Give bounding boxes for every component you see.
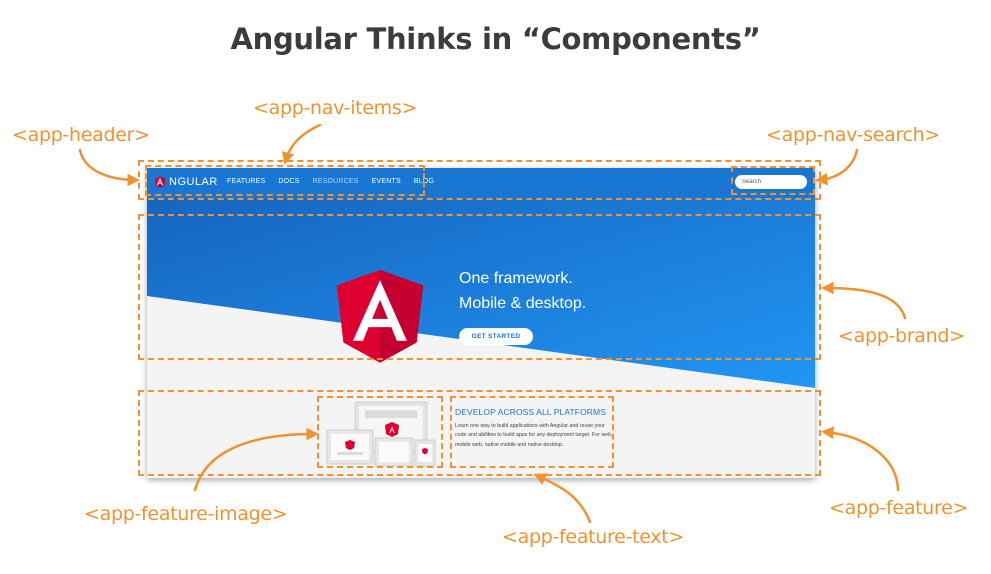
app-feature-box (138, 390, 821, 476)
site-nav-bar: NGULAR FEATURES DOCS RESOURCES EVENTS BL… (147, 168, 815, 198)
feature-body: Learn one way to build applications with… (455, 423, 613, 448)
label-app-header: <app-header> (12, 124, 150, 146)
app-brand-box (138, 214, 821, 360)
svg-text:A: A (389, 426, 395, 435)
hero-banner: One framework. Mobile & desktop. GET STA… (147, 198, 815, 398)
label-app-nav-items: <app-nav-items> (253, 97, 418, 119)
app-feature-image-box (317, 396, 443, 468)
hero-headline-1: One framework. (459, 270, 573, 287)
arrow-app-nav-items (281, 123, 322, 165)
nav-item-features[interactable]: FEATURES (227, 178, 266, 185)
app-nav-items-box (145, 165, 425, 196)
angular-logo-icon (154, 176, 166, 188)
get-started-button[interactable]: GET STARTED (459, 328, 533, 345)
label-app-feature-text: <app-feature-text> (502, 526, 685, 548)
page-title: Angular Thinks in “Components” (230, 22, 761, 56)
label-app-nav-search: <app-nav-search> (766, 124, 941, 146)
arrow-app-header (78, 148, 140, 187)
devices-illustration-icon: A (326, 401, 436, 467)
feature-heading: DEVELOP ACROSS ALL PLATFORMS (455, 407, 606, 417)
nav-item-events[interactable]: EVENTS (371, 178, 401, 185)
logo-wordmark: NGULAR (169, 176, 218, 188)
label-app-brand: <app-brand> (838, 325, 965, 347)
app-feature-text-box (450, 396, 614, 468)
hero-background (147, 198, 815, 398)
nav-item-docs[interactable]: DOCS (278, 178, 300, 185)
arrow-app-feature-text (533, 473, 592, 524)
hero-headline-2: Mobile & desktop. (459, 295, 587, 312)
search-input[interactable] (735, 175, 807, 189)
angular-shield-icon (336, 269, 424, 363)
nav-item-resources[interactable]: RESOURCES (312, 178, 359, 185)
label-app-feature-image: <app-feature-image> (84, 503, 288, 525)
arrow-app-brand (821, 281, 907, 320)
angular-site-screenshot: NGULAR FEATURES DOCS RESOURCES EVENTS BL… (147, 168, 815, 478)
label-app-feature: <app-feature> (829, 497, 969, 519)
arrow-app-feature (821, 426, 900, 492)
app-nav-search-box (731, 166, 815, 195)
arrow-app-nav-search (815, 148, 859, 186)
